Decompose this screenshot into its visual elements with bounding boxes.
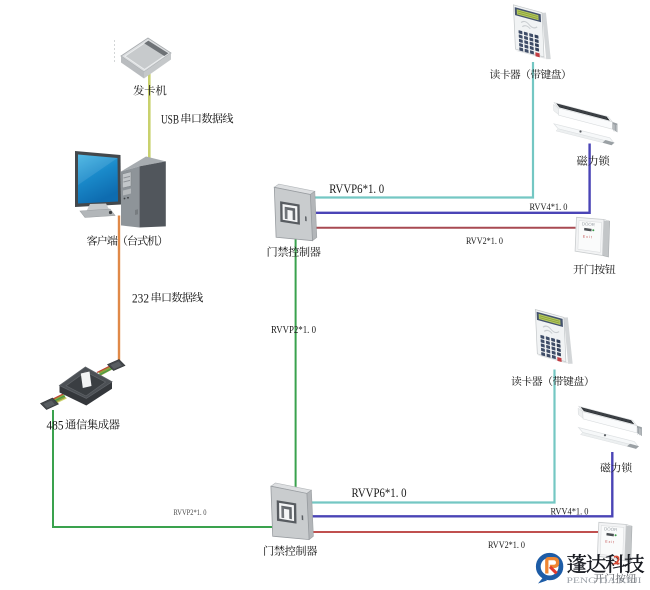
svg-text:RVV4*1. 0: RVV4*1. 0 [551, 508, 589, 518]
svg-text:RVVP6*1. 0: RVVP6*1. 0 [352, 486, 407, 500]
svg-text:RVVP2*1. 0: RVVP2*1. 0 [271, 325, 316, 336]
svg-text:USB: USB [161, 112, 179, 126]
svg-text:RVVP2*1. 0: RVVP2*1. 0 [174, 507, 207, 517]
svg-text:RVV2*1. 0: RVV2*1. 0 [466, 237, 503, 247]
svg-text:485: 485 [47, 418, 64, 432]
svg-text:DOOR: DOOR [582, 221, 596, 227]
svg-text:RVV4*1. 0: RVV4*1. 0 [530, 203, 568, 213]
svg-text:PENG DA KEJI: PENG DA KEJI [567, 576, 642, 585]
svg-text:DOOR: DOOR [604, 526, 618, 532]
svg-text:E x i t: E x i t [605, 540, 614, 545]
svg-text:RVVP6*1. 0: RVVP6*1. 0 [329, 182, 384, 196]
svg-text:RVV2*1. 0: RVV2*1. 0 [488, 541, 525, 551]
svg-text:232: 232 [132, 291, 149, 305]
svg-text:E x i t: E x i t [583, 235, 592, 240]
